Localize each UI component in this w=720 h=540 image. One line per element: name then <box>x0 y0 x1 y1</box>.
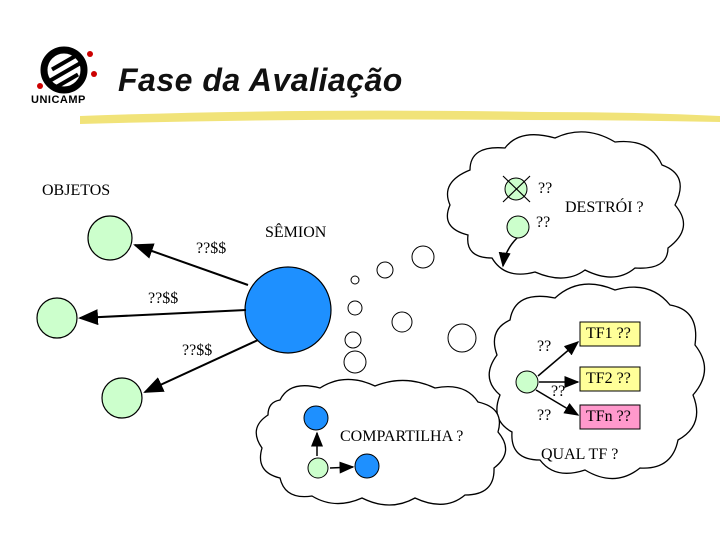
arrow-curve <box>498 237 518 268</box>
query-object-top <box>506 215 530 239</box>
tfn-box <box>579 404 641 430</box>
logo-text: UNICAMP <box>31 94 86 106</box>
label-query-tfn: ?? <box>537 407 552 424</box>
thought-bubble <box>447 323 477 353</box>
object-circle-2 <box>36 297 78 339</box>
arrow-tfn <box>535 389 580 416</box>
label-destroi: DESTRÓI ? <box>565 199 644 216</box>
shared-semion-top <box>303 405 329 431</box>
shared-semion-right <box>354 453 380 479</box>
unicamp-logo-icon <box>37 46 97 94</box>
label-qual-tf: QUAL TF ? <box>541 446 619 463</box>
cross-mark <box>502 175 531 203</box>
thought-cloud-top <box>446 131 685 279</box>
tf1-box <box>579 321 641 347</box>
thought-bubble <box>343 350 367 374</box>
thought-bubble <box>411 245 435 269</box>
arrow-to-object-2 <box>78 309 247 326</box>
label-cost-mid: ??$$ <box>148 290 179 307</box>
arrow-tf1 <box>537 341 580 377</box>
label-objetos: OBJETOS <box>42 182 111 199</box>
label-query-tf1: ?? <box>537 338 552 355</box>
title-underline <box>80 110 720 124</box>
object-circle-1 <box>87 215 133 261</box>
thought-bubble <box>350 275 360 285</box>
label-cost-top: ??$$ <box>196 240 227 257</box>
arrow-share-right <box>329 461 355 474</box>
thought-bubble <box>391 311 413 333</box>
tf1-label: TF1 ?? <box>586 325 631 342</box>
label-query-tf2: ?? <box>551 383 566 400</box>
label-cost-low: ??$$ <box>182 342 213 359</box>
shared-object <box>307 457 329 479</box>
thought-bubble <box>347 300 363 316</box>
label-query-top2: ?? <box>536 214 551 231</box>
tf2-label: TF2 ?? <box>586 370 631 387</box>
tfn-label: TFn ?? <box>586 408 631 425</box>
arrow-to-object-3 <box>143 339 259 393</box>
label-compartilha: COMPARTILHA ? <box>340 428 464 445</box>
thought-bubble <box>344 331 362 349</box>
tf2-box <box>579 366 641 392</box>
object-circle-3 <box>101 377 143 419</box>
label-query-top1: ?? <box>538 180 553 197</box>
label-semion: SÊMION <box>265 224 327 241</box>
page-title: Fase da Avaliação <box>118 62 403 98</box>
transform-source <box>515 370 539 394</box>
thought-bubble <box>376 261 394 279</box>
arrow-to-object-1 <box>133 243 249 286</box>
